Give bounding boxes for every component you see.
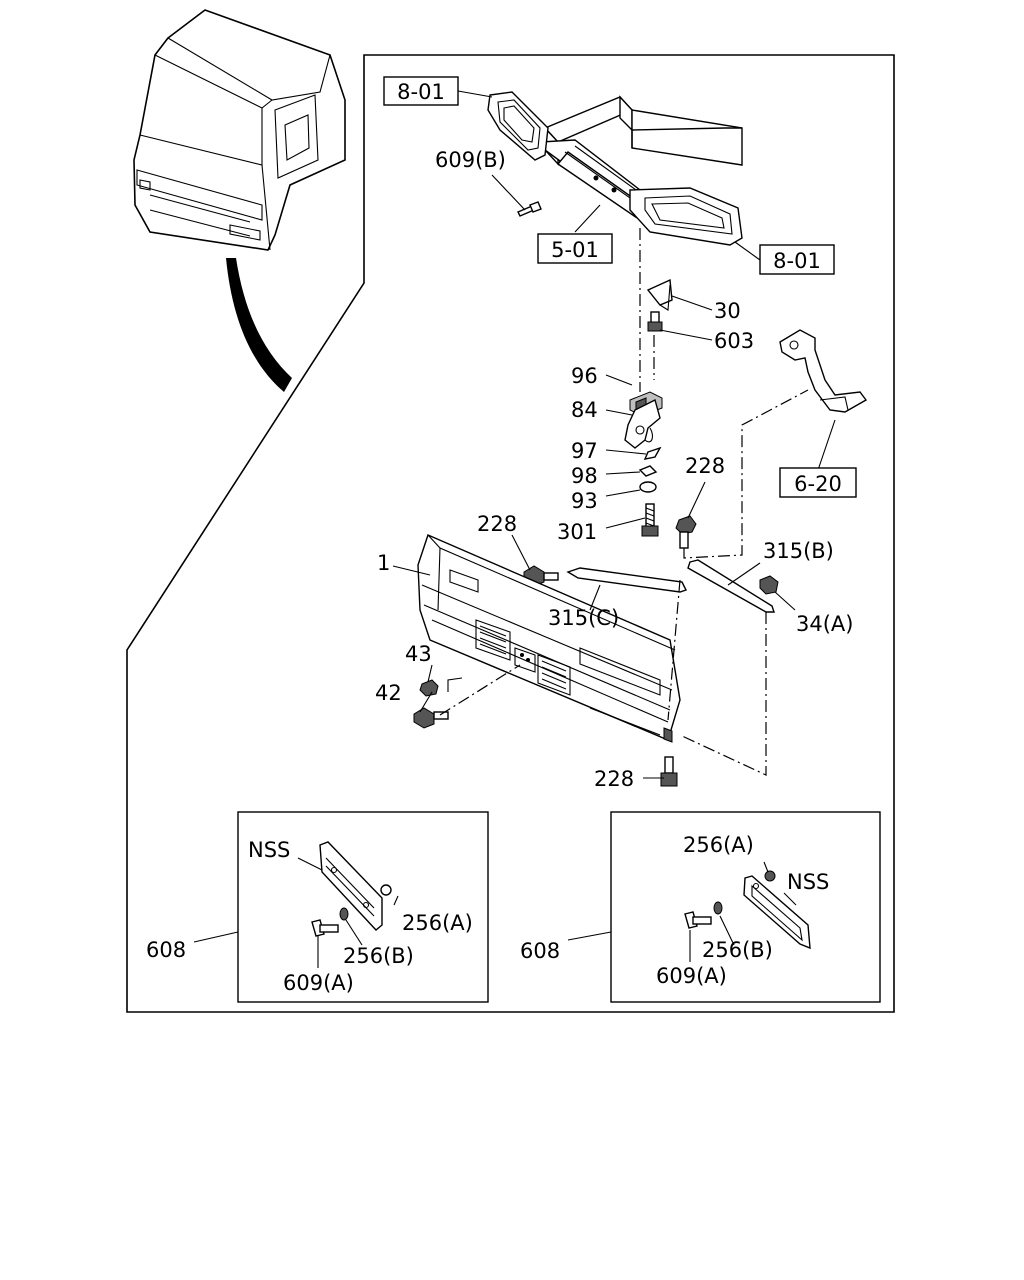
bracket-30 — [646, 278, 673, 311]
detail-inset-right: 256(A) NSS 256(B) 609(A) 608 — [520, 811, 881, 1003]
leader-lines — [392, 90, 836, 779]
detail-inset-left: NSS 256(A) 256(B) 609(A) 608 — [146, 811, 489, 1003]
right-bumper-bracket — [629, 187, 743, 246]
label-34a: 34(A) — [796, 612, 853, 636]
label-608-right: 608 — [520, 939, 560, 963]
label-256a-left: 256(A) — [402, 911, 473, 935]
label-228-bottom: 228 — [594, 767, 634, 791]
label-609a-right: 609(A) — [656, 964, 727, 988]
washer-256a-left — [380, 884, 392, 896]
ref-box-6-20[interactable]: 6-20 — [779, 467, 857, 498]
part-labels: 609(B) 30 603 96 84 97 98 93 301 228 228… — [375, 148, 853, 791]
ref-label: 8-01 — [773, 249, 821, 273]
stay-315b — [687, 559, 775, 613]
ref-box-8-01-top[interactable]: 8-01 — [383, 76, 459, 106]
mounting-bracket — [779, 329, 868, 413]
label-nss-right: NSS — [787, 870, 829, 894]
label-43: 43 — [405, 642, 432, 666]
label-84: 84 — [571, 398, 598, 422]
pin-97 — [643, 446, 662, 460]
label-93: 93 — [571, 489, 598, 513]
ref-label: 6-20 — [794, 472, 842, 496]
nut-34a — [759, 575, 779, 595]
bumper-grille-right — [537, 654, 571, 696]
bolt-228-upper — [675, 515, 697, 549]
label-30: 30 — [714, 299, 741, 323]
label-96: 96 — [571, 364, 598, 388]
washer-256b-right — [713, 901, 723, 915]
frame-crossmember — [538, 95, 743, 221]
label-256b-right: 256(B) — [702, 938, 773, 962]
label-315c: 315(C) — [548, 606, 619, 630]
front-bumper-assembly — [417, 534, 681, 743]
bolt-609b — [517, 201, 542, 217]
label-603: 603 — [714, 329, 754, 353]
label-256a-right: 256(A) — [683, 833, 754, 857]
bumper-grille-left — [475, 619, 511, 661]
label-97: 97 — [571, 439, 598, 463]
bolt-228-bottom — [660, 756, 678, 787]
label-256b-left: 256(B) — [343, 944, 414, 968]
label-98: 98 — [571, 464, 598, 488]
label-315b: 315(B) — [763, 539, 834, 563]
label-609b: 609(B) — [435, 148, 506, 172]
tow-hook-84 — [624, 398, 661, 449]
bolt-301 — [641, 503, 659, 537]
stay-315c — [566, 567, 687, 593]
label-609a-left: 609(A) — [283, 971, 354, 995]
label-228-upper: 228 — [685, 454, 725, 478]
washer-256a-right — [764, 870, 776, 882]
label-42: 42 — [375, 681, 402, 705]
truck-cab-thumbnail — [133, 9, 346, 392]
ref-label: 8-01 — [397, 80, 445, 104]
main-frame — [126, 54, 895, 1013]
bolt-42 — [413, 707, 449, 729]
left-bumper-bracket — [487, 91, 549, 161]
ref-box-5-01[interactable]: 5-01 — [537, 233, 613, 264]
label-608-left: 608 — [146, 938, 186, 962]
bolt-609a-right — [684, 911, 712, 929]
nut-43 — [419, 679, 439, 697]
ref-label: 5-01 — [551, 238, 599, 262]
bolt-609a-left — [311, 919, 339, 937]
ref-box-8-01-right[interactable]: 8-01 — [759, 244, 835, 275]
bolt-603 — [647, 311, 663, 332]
label-301: 301 — [557, 520, 597, 544]
label-nss-left: NSS — [248, 838, 290, 862]
washer-256b-left — [339, 907, 349, 921]
washer-93 — [639, 481, 657, 493]
clip-98 — [638, 465, 658, 477]
assembly-guide-lines — [439, 228, 809, 776]
label-1: 1 — [377, 551, 390, 575]
label-228-left: 228 — [477, 512, 517, 536]
